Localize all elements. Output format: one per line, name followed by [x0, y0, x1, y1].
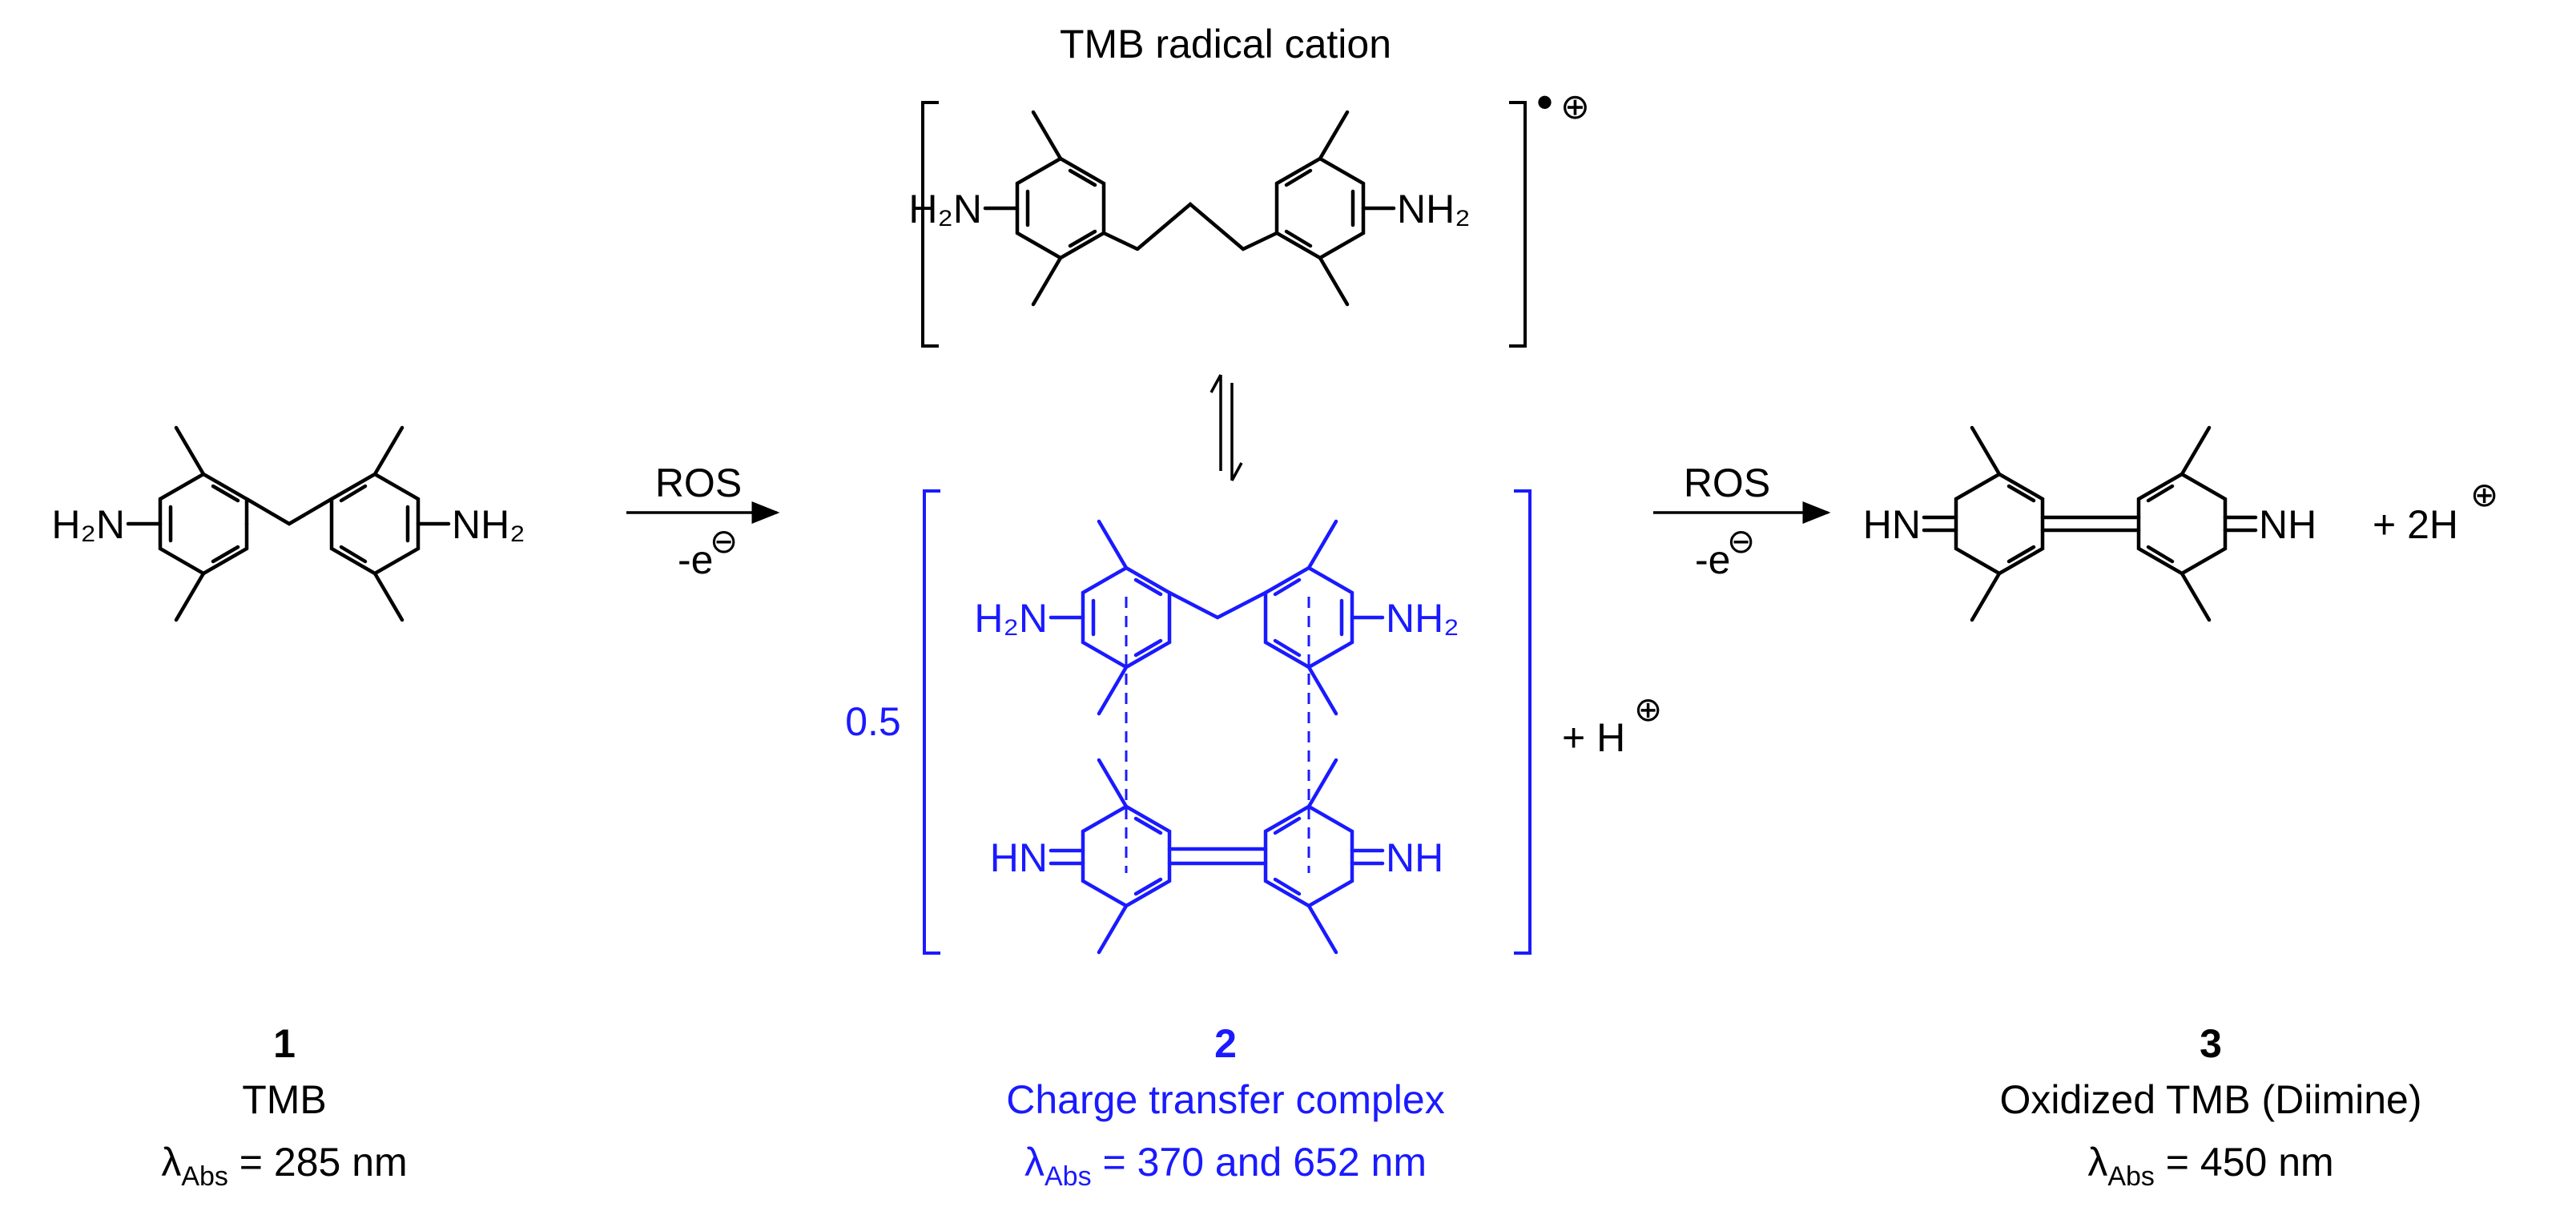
- compound-3-name: Oxidized TMB (Diimine): [2000, 1077, 2422, 1122]
- tmb-molecule: [126, 425, 451, 622]
- radical-cation-title: TMB radical cation: [1060, 22, 1391, 66]
- ring-a: [1015, 156, 1106, 260]
- proton-1-charge: ⊕: [1634, 690, 1662, 728]
- compound-2-lambda: λAbs = 370 and 652 nm: [1024, 1140, 1427, 1192]
- compound-2-number: 2: [1214, 1021, 1237, 1066]
- radical-cation-right-amine: NH₂: [1397, 187, 1471, 231]
- complex-upper-right-amine: NH₂: [1386, 596, 1459, 641]
- compound-1-name: TMB: [242, 1077, 327, 1122]
- proton-2-charge: ⊕: [2470, 476, 2498, 513]
- compound-1-number: 1: [273, 1021, 296, 1066]
- ring-b: [1274, 156, 1366, 260]
- radical-cation-left-bracket: [921, 101, 939, 348]
- tmb-biaryl-bond: [244, 497, 334, 526]
- tmb-ring-b: [329, 472, 421, 576]
- arrow1-reagent: ROS: [655, 461, 742, 505]
- complex-lower-diimine: [1049, 758, 1385, 955]
- methyl-bonds: [1031, 110, 1350, 307]
- tmb-methyl-bonds: [174, 425, 405, 622]
- tmb-ring-b-double-bonds: [339, 484, 410, 564]
- pi-stacking-lines: [1125, 597, 1310, 873]
- compound-2-name: Charge transfer complex: [1006, 1077, 1444, 1122]
- radical-dot: •: [1536, 75, 1553, 129]
- proton-1: + H: [1562, 715, 1625, 760]
- complex-left-bracket: [923, 489, 940, 955]
- complex-upper-left-amine: H₂N: [974, 596, 1048, 641]
- radical-cation-right-bracket: [1509, 101, 1527, 348]
- complex-right-bracket: [1514, 489, 1532, 955]
- tmb-left-amine: H₂N: [51, 502, 125, 547]
- compound-1-lambda: λAbs = 285 nm: [161, 1140, 407, 1192]
- radical-cation-left-amine: H₂N: [908, 187, 982, 231]
- diimine-right-imine: NH: [2259, 502, 2316, 547]
- ring-a-double-bonds: [1025, 168, 1097, 248]
- proton-2: + 2H: [2373, 502, 2458, 547]
- complex-coefficient: 0.5: [845, 699, 901, 744]
- equilibrium-arrows: [1210, 374, 1243, 481]
- arrow1-electron: -e: [678, 537, 713, 582]
- tmb-right-amine: NH₂: [452, 502, 525, 547]
- tmb-ring-a: [158, 472, 249, 576]
- complex-lower-right-imine: NH: [1386, 835, 1443, 880]
- arrow2-reagent: ROS: [1684, 461, 1770, 505]
- tmb-ring-a-double-bonds: [168, 484, 240, 564]
- complex-lower-left-imine: HN: [990, 835, 1048, 880]
- arrow1-electron-charge: ⊖: [710, 522, 738, 560]
- ring-b-double-bonds: [1284, 168, 1355, 248]
- biaryl-bond: [1101, 202, 1279, 251]
- compound-3-number: 3: [2200, 1021, 2222, 1066]
- arrow2-electron: -e: [1695, 537, 1730, 582]
- complex-upper-tmb: [1049, 519, 1385, 716]
- diimine-molecule: [1922, 425, 2258, 622]
- radical-cation-molecule: [983, 110, 1396, 307]
- radical-cation-charge: ⊕: [1560, 87, 1590, 127]
- compound-3-lambda: λAbs = 450 nm: [2087, 1140, 2333, 1192]
- arrow2-electron-charge: ⊖: [1727, 522, 1755, 560]
- diimine-left-imine: HN: [1863, 502, 1921, 547]
